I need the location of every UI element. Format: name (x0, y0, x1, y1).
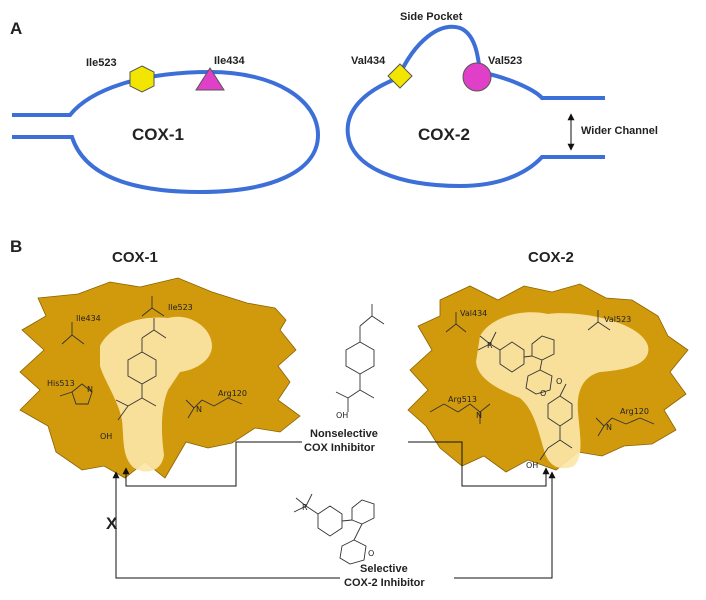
cox2-title-a: COX-2 (418, 125, 470, 144)
nonselective-label-line2: COX Inhibitor (304, 442, 376, 454)
selective-to-cox1-arrow (112, 471, 340, 579)
selective-to-cox2-arrow (454, 471, 556, 579)
selective-label-line1: Selective (360, 563, 408, 575)
cox1-residue-his513: His513 (47, 379, 75, 388)
cox1-pocket (100, 316, 212, 472)
nonselective-to-cox1-arrow (122, 441, 302, 487)
cox2-carbonyl-o-atom: O (556, 377, 562, 386)
cox2-arg120-n-atom: N (606, 423, 612, 432)
cox2-right-residue: Val523 (488, 55, 522, 67)
cox2-residue-arg513: Arg513 (448, 395, 477, 404)
cox2-bottom-outline (345, 76, 605, 189)
cox2-pocket (476, 312, 649, 469)
cox1-arg120-sidechain (185, 397, 243, 419)
cox1-ile434-sidechain (61, 322, 85, 345)
cox2-channel (345, 24, 605, 189)
cox1-residue-ile434: Ile434 (76, 314, 101, 323)
cox2-arg513-sidechain (429, 403, 491, 424)
cox2-ring-o-atom: O (540, 389, 546, 398)
cox1-his513-ring (59, 383, 93, 405)
cox1-residue-arg120: Arg120 (218, 389, 247, 398)
free-nonselective-oh-atom: OH (336, 411, 348, 420)
selective-label-line2: COX-2 Inhibitor (344, 577, 425, 589)
cox2-residue-val523: Val523 (604, 315, 631, 324)
cox1-arg-n-atom: N (196, 405, 202, 414)
cox2-val434-sidechain (445, 312, 467, 333)
free-selective-r-atom: R (302, 503, 308, 512)
free-selective-inhibitor (293, 493, 375, 565)
cox2-top-outline (396, 24, 605, 100)
cox2-residue-val434: Val434 (460, 309, 487, 318)
cox2-title-b: COX-2 (528, 249, 574, 266)
cox1-his-n-atom: N (87, 385, 93, 394)
ile434-triangle (195, 67, 225, 91)
val434-diamond (387, 63, 413, 89)
wider-channel-label: Wider Channel (581, 125, 658, 137)
cox1-title-b: COX-1 (112, 249, 158, 266)
cox1-title-a: COX-1 (132, 125, 184, 144)
cox2-bound-nonselective (539, 383, 573, 461)
blocked-x-mark: X (106, 514, 118, 533)
cox2-val523-sidechain (587, 310, 611, 331)
cox1-residue-ile523: Ile523 (168, 303, 193, 312)
cox1-oh-atom: OH (100, 432, 112, 441)
cox2-arg120-sidechain (595, 417, 655, 437)
cox2-residue-arg120: Arg120 (620, 407, 649, 416)
cox1-ile523-sidechain (141, 296, 165, 317)
cox1-right-residue: Ile434 (214, 55, 245, 67)
val523-circle (462, 62, 492, 92)
ile523-hexagon (129, 65, 155, 93)
panel-b-label: B (10, 237, 22, 256)
panel-a-label: A (10, 19, 22, 38)
cox2-bound-selective (477, 331, 555, 395)
cox2-r-atom: R (487, 341, 493, 350)
free-nonselective-inhibitor (335, 304, 385, 412)
cox1-left-residue: Ile523 (86, 57, 117, 69)
cox1-bound-inhibitor (115, 318, 167, 421)
side-pocket-label: Side Pocket (400, 11, 463, 23)
nonselective-label-line1: Nonselective (310, 428, 378, 440)
cox2-oh-atom: OH (526, 461, 538, 470)
cox2-left-residue: Val434 (351, 55, 386, 67)
nonselective-to-cox2-arrow (408, 441, 550, 487)
cox2-arg513-n-atom: N (476, 411, 482, 420)
free-selective-o-atom: O (368, 549, 374, 558)
